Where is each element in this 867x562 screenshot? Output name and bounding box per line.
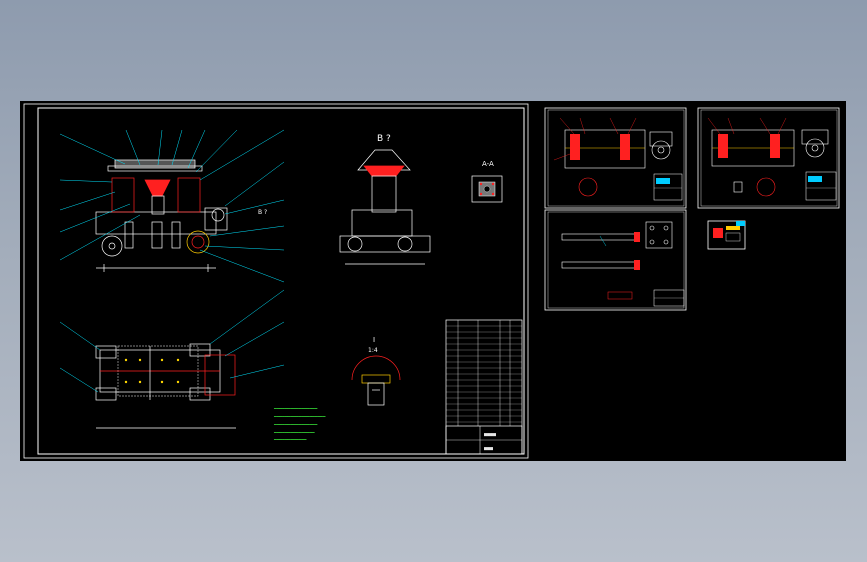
plan-view-markers: [124, 358, 180, 384]
svg-text:■■■■: ■■■■: [484, 432, 496, 438]
svg-text:━━━━━━━━━━━━━━━: ━━━━━━━━━━━━━━━: [273, 431, 315, 436]
front-view: [95, 159, 228, 272]
section-a-a-label: A-A: [482, 160, 494, 168]
front-view-leaders: [59, 129, 285, 283]
sheet-5[interactable]: [707, 220, 746, 250]
detail-scale: 1:4: [368, 347, 378, 354]
detail-view-i: [351, 355, 401, 406]
plan-view: [95, 343, 236, 429]
sheet-2[interactable]: [544, 107, 687, 209]
svg-text:━━━━━━━━━━━━━━━━━━━: ━━━━━━━━━━━━━━━━━━━: [273, 415, 326, 420]
technical-notes: ━━━━━━━━━━━━━━━━ ━━━━━━━━━━━━━━━━━━━ ━━━…: [273, 407, 326, 443]
side-view-b-label: B ?: [377, 134, 391, 144]
sheet-3[interactable]: [697, 107, 840, 209]
main-assembly-sheet[interactable]: ━━━━━━━━━━━━━━━━ ━━━━━━━━━━━━━━━━━━━ ━━━…: [23, 103, 529, 459]
plan-view-leaders: [59, 289, 285, 393]
section-a-a: [471, 175, 503, 203]
side-view-b: [339, 149, 431, 265]
svg-text:━━━━━━━━━━━━: ━━━━━━━━━━━━: [273, 438, 307, 443]
sheet-4[interactable]: [544, 209, 687, 311]
svg-text:■■■: ■■■: [484, 446, 493, 452]
side-label: B ?: [258, 209, 267, 216]
svg-text:━━━━━━━━━━━━━━━━: ━━━━━━━━━━━━━━━━: [273, 423, 318, 428]
parts-list: ■■■■ ■■■: [445, 319, 523, 455]
detail-label: I: [373, 336, 375, 344]
svg-text:━━━━━━━━━━━━━━━━: ━━━━━━━━━━━━━━━━: [273, 407, 318, 412]
